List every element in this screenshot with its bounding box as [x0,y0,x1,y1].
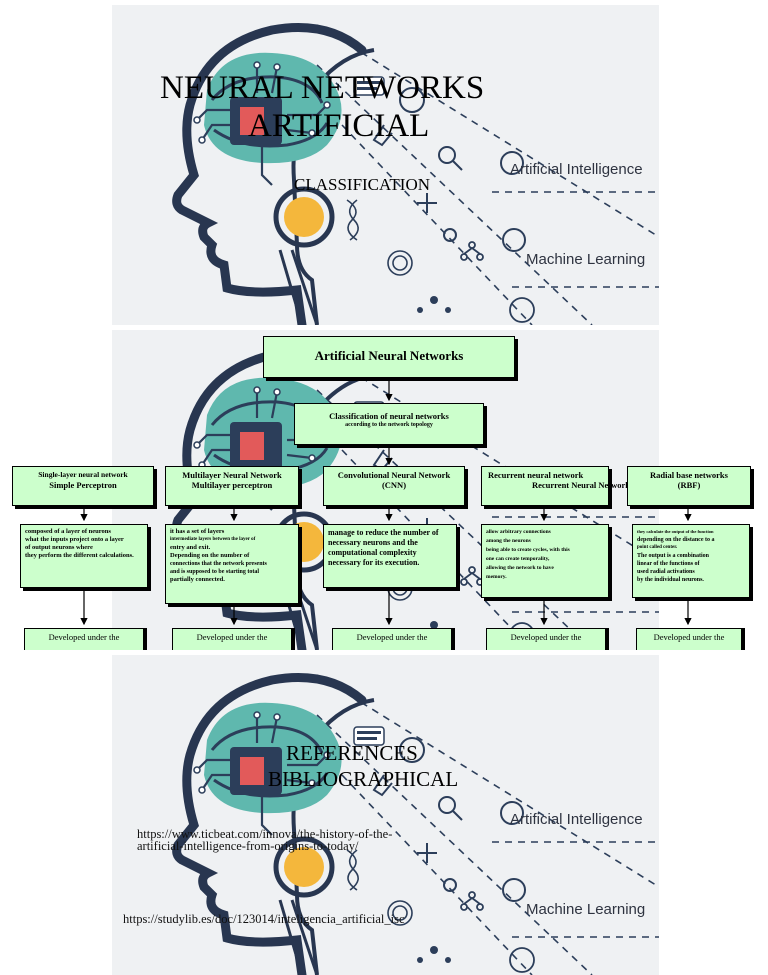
developed-rnn: Developed under the [486,628,606,650]
developed-rbf: Developed under the [636,628,742,650]
desc-rbf: they calculate the output of the functio… [632,524,750,598]
classification-node: Classification of neural networks accord… [294,403,484,445]
slide-title-line1: NEURAL NETWORKS [160,70,485,106]
developed-multilayer: Developed under the [172,628,292,650]
slide-title-line1: REFERENCES [286,741,418,765]
ai-label: Artificial Intelligence [510,811,643,828]
header-rbf: Radial base networks(RBF) [627,466,751,506]
ml-label: Machine Learning [526,251,646,268]
title-slide: Artificial Intelligence Machine Learning… [112,5,659,325]
slide-title-line2: BIBLIOGRAPHICAL [268,767,459,791]
ai-label: Artificial Intelligence [510,161,643,178]
header-cnn: Convolutional Neural Network(CNN) [323,466,465,506]
reference-link-2[interactable]: https://studylib.es/doc/123014/inteligen… [123,912,405,926]
developed-single-layer: Developed under the [24,628,144,650]
root-node: Artificial Neural Networks [263,336,515,378]
reference-link-1[interactable]: https://www.ticbeat.com/innova/the-histo… [137,827,393,853]
ml-label: Machine Learning [526,901,646,918]
references-slide: Artificial Intelligence Machine Learning… [112,655,659,975]
developed-cnn: Developed under the [332,628,452,650]
slide-subtitle: CLASSIFICATION [294,175,431,194]
slide-title-line2: ARTIFICIAL [248,108,430,144]
